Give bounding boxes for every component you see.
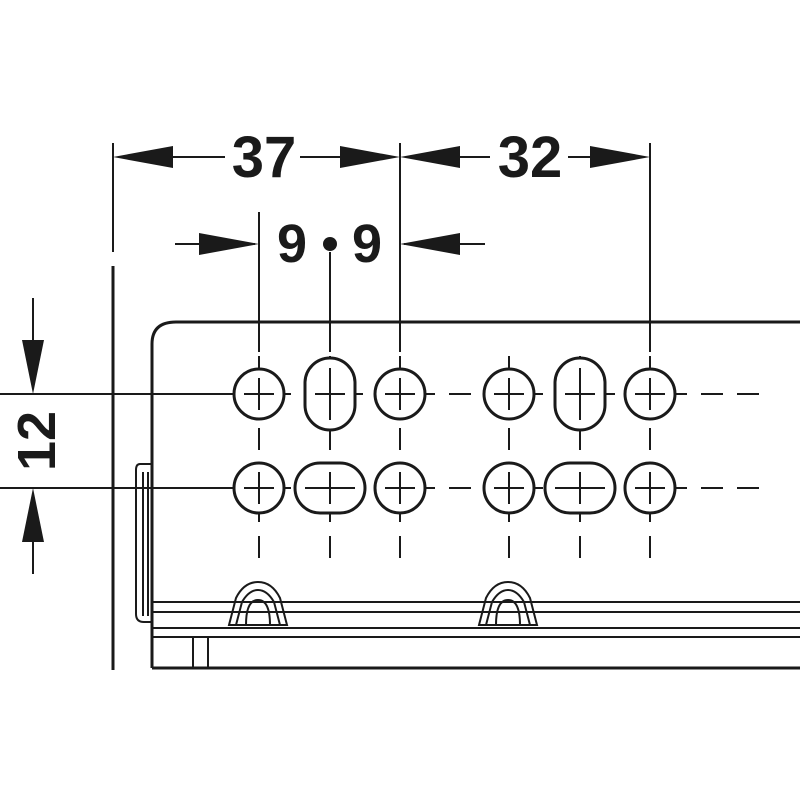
drawer-side-panel (150, 320, 800, 670)
hook-clip-right (477, 580, 539, 626)
dimension-37-label: 37 (232, 125, 297, 190)
dimension-32: 32 (400, 125, 650, 190)
center-dot (323, 237, 337, 251)
dimension-9-9: 9 9 (175, 214, 485, 274)
dimension-32-label: 32 (498, 125, 563, 190)
dimension-9-left-label: 9 (277, 214, 307, 274)
dimension-12: 12 (0, 298, 233, 574)
front-bracket (135, 463, 152, 623)
hole-crosshairs (244, 368, 665, 504)
dimension-12-label: 12 (7, 411, 67, 471)
dimension-9-right-label: 9 (352, 214, 382, 274)
hook-clip-left (227, 580, 289, 626)
dimension-37: 37 (113, 125, 400, 190)
